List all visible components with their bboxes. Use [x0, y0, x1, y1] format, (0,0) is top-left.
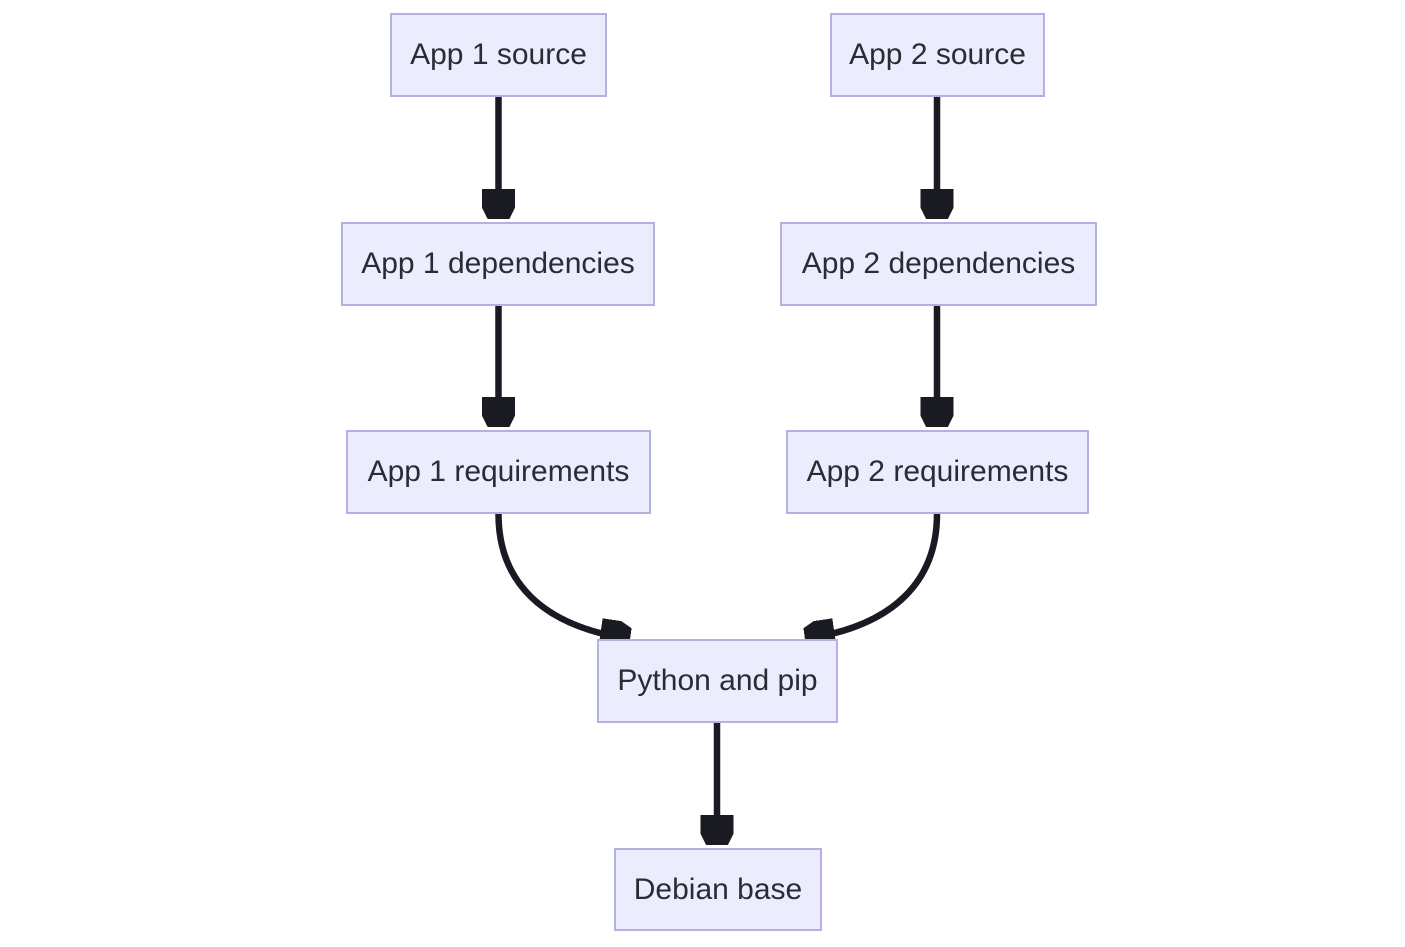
node-app1-dependencies: App 1 dependencies: [341, 222, 655, 306]
node-app2-dependencies-label: App 2 dependencies: [801, 247, 1076, 280]
node-app1-requirements: App 1 requirements: [346, 430, 651, 514]
node-debian-base: Debian base: [614, 848, 822, 931]
node-python-pip-label: Python and pip: [617, 664, 818, 697]
edge-app1-requirements-to-python-pip: [495, 513, 631, 639]
node-app2-requirements-label: App 2 requirements: [806, 455, 1069, 488]
node-app1-source-label: App 1 source: [410, 38, 587, 71]
node-python-pip: Python and pip: [597, 639, 838, 723]
node-app2-dependencies: App 2 dependencies: [780, 222, 1097, 306]
node-app1-dependencies-label: App 1 dependencies: [361, 247, 635, 280]
node-app1-requirements-label: App 1 requirements: [367, 455, 630, 488]
node-debian-base-label: Debian base: [633, 872, 803, 906]
node-app2-requirements: App 2 requirements: [786, 430, 1089, 514]
node-app2-source: App 2 source: [830, 13, 1045, 97]
node-app1-source: App 1 source: [390, 13, 607, 97]
node-app2-source-label: App 2 source: [849, 38, 1026, 71]
edge-app2-requirements-to-python-pip: [805, 513, 941, 639]
